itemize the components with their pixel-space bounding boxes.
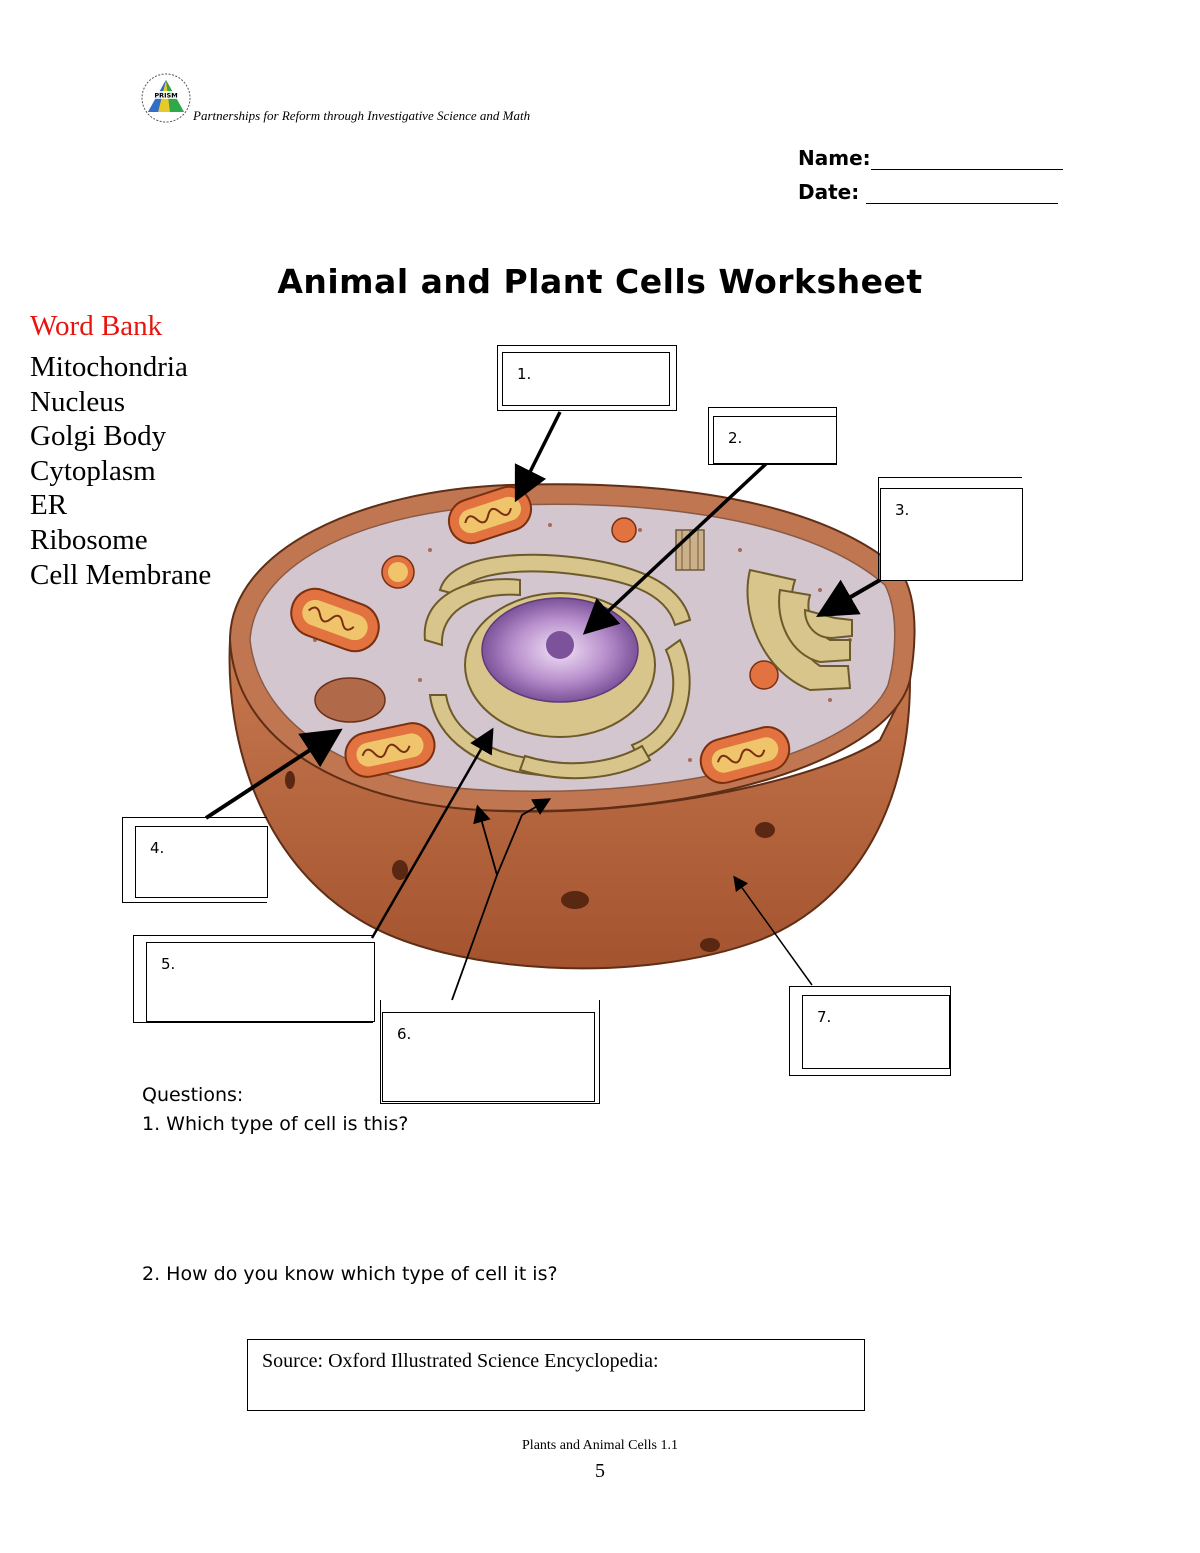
arrow-4 [204,728,343,820]
page-number: 5 [595,1460,605,1482]
label-box-2[interactable]: 2. [713,416,837,464]
label-box-6-frame [380,1000,600,1104]
word-bank-item: Mitochondria [30,351,188,383]
arrow-3 [816,578,882,618]
name-field[interactable]: Name: [798,146,1063,170]
label-box-1[interactable]: 1. [502,352,670,406]
endoplasmic-reticulum [423,553,692,780]
label-box-5-frame [133,935,373,1023]
label-box-7-frame [789,986,951,1076]
prism-logo: PRISM [141,73,191,123]
arrow-7 [733,875,813,986]
label-box-7[interactable]: 7. [802,995,950,1069]
label-box-5[interactable]: 5. [146,942,375,1022]
label-box-4-frame [122,817,267,903]
name-line[interactable] [870,151,1063,170]
word-bank-title: Word Bank [30,310,163,342]
word-bank-item: Nucleus [30,385,126,418]
word-bank-item: Cytoplasm [30,454,156,487]
arrow-1 [514,411,562,503]
question-1: 1. Which type of cell is this? [142,1113,409,1135]
mitochondrion-bottom-left [344,722,436,778]
label-number: 4. [150,839,165,857]
date-line[interactable] [866,185,1059,204]
name-label: Name: [798,146,871,170]
date-field[interactable]: Date: [798,180,1059,204]
nucleus [464,592,656,738]
label-box-4[interactable]: 4. [135,826,268,898]
word-bank-item: Golgi Body [30,420,167,453]
label-number: 1. [517,365,532,383]
label-box-6[interactable]: 6. [382,1012,595,1102]
label-number: 5. [161,955,176,973]
question-2: 2. How do you know which type of cell it… [142,1263,558,1285]
label-box-3[interactable]: 3. [880,488,1023,581]
page-title: Animal and Plant Cells Worksheet [277,262,923,301]
logo-text: PRISM [154,92,177,100]
mitochondrion-top [447,485,533,545]
source-box: Source: Oxford Illustrated Science Encyc… [247,1339,865,1411]
label-number: 2. [728,429,743,447]
source-text: Source: Oxford Illustrated Science Encyc… [262,1350,659,1372]
word-bank-item: Ribosome [30,523,148,556]
mitochondrion-left [290,587,380,653]
label-number: 7. [817,1008,832,1026]
footer-caption: Plants and Animal Cells 1.1 [522,1438,678,1453]
mitochondrion-right [699,726,791,784]
label-box-3-frame [878,477,1022,581]
word-bank-list: Mitochondria Nucleus Golgi Body Cytoplas… [30,350,211,592]
word-bank-item: Cell Membrane [30,558,212,591]
label-number: 3. [895,501,910,519]
golgi-body [746,568,853,692]
animal-cell-diagram [228,483,916,970]
label-number: 6. [397,1025,412,1043]
arrow-2 [582,460,770,635]
arrow-5 [370,727,494,939]
questions-heading: Questions: [142,1084,244,1106]
word-bank-item: ER [30,489,68,522]
date-label: Date: [798,180,860,204]
org-tagline: Partnerships for Reform through Investig… [193,108,531,123]
label-box-1-frame [497,345,677,411]
lysosome [314,677,386,723]
arrow-6 [451,804,498,1001]
